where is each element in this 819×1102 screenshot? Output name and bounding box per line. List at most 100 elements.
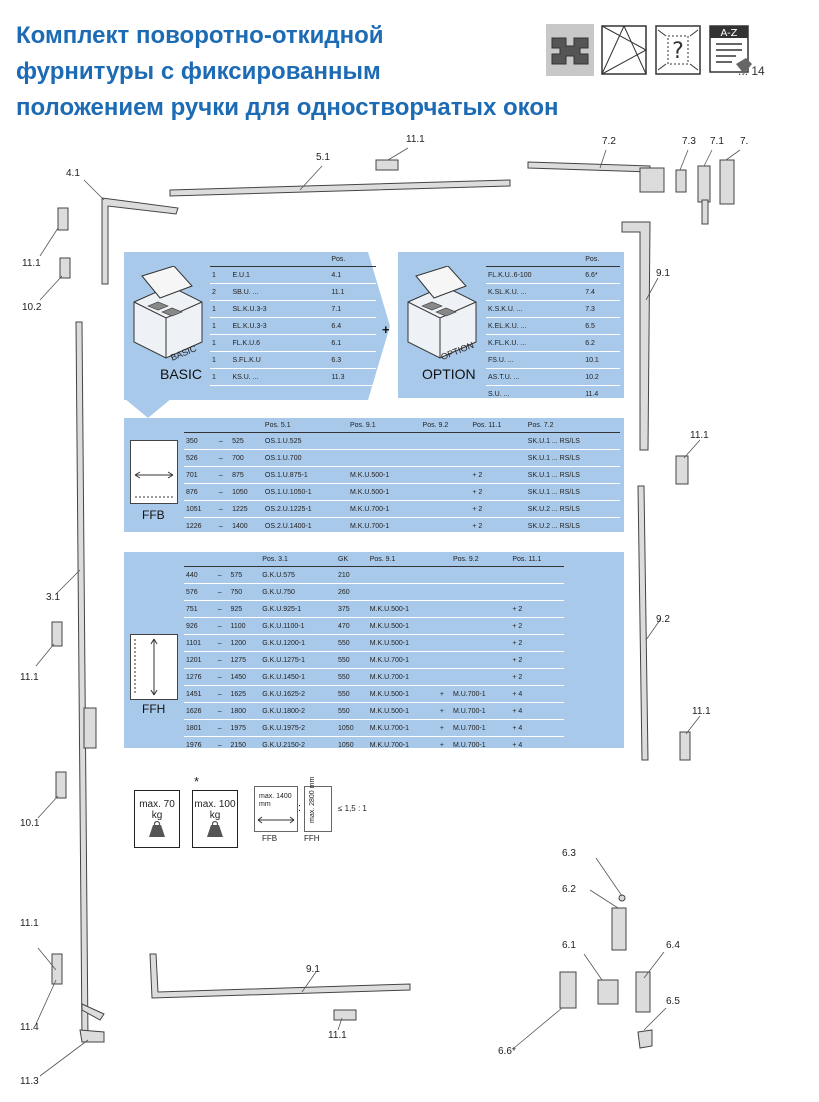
cell <box>438 601 451 618</box>
cell <box>438 652 451 669</box>
ffh-header: Pos. 9.2 <box>450 552 511 567</box>
cell: M.U.700-1 <box>452 707 486 715</box>
cell: – <box>217 741 222 749</box>
cell: 925 <box>230 605 243 613</box>
cell: OS.1.U.525 <box>264 437 302 445</box>
option-pos: 6.2 <box>585 339 595 347</box>
option-box-icon <box>407 266 477 359</box>
cell: 700 <box>232 454 244 462</box>
down-arrow-shape <box>124 398 172 418</box>
ffb-max-arrow-icon <box>257 816 295 824</box>
tilt-turn-window-icon <box>601 24 648 75</box>
basic-code: S.FL.K.U <box>232 356 261 364</box>
cell: 576 <box>186 588 198 596</box>
help-question-icon: ? <box>655 25 701 75</box>
ffb-header <box>216 418 231 433</box>
basic-qty: 1 <box>212 305 216 313</box>
cell: – <box>218 522 223 530</box>
label-11-4: 11.4 <box>20 1022 39 1033</box>
part-11-1-c <box>51 621 63 647</box>
ffh-panel <box>124 552 624 748</box>
cell <box>421 501 471 518</box>
cell: – <box>218 454 223 462</box>
ffh-caption: FFH <box>304 834 320 843</box>
ffb-sash-icon <box>130 440 178 504</box>
label-7-2: 7.2 <box>602 136 616 147</box>
cell: – <box>218 488 223 496</box>
part-6-4 <box>635 971 651 1013</box>
cell: 440 <box>186 571 198 579</box>
gearbox-handle <box>83 707 97 749</box>
cell: 350 <box>186 437 198 445</box>
cell: 1051 <box>186 505 202 513</box>
option-code: K.FL.K.U. ... <box>488 339 527 347</box>
ffh-header: Pos. 9.1 <box>367 552 438 567</box>
cell <box>421 433 471 450</box>
cell: M.K.U.500-1 <box>369 707 410 715</box>
part-11-1-top <box>375 159 399 171</box>
cell: 550 <box>338 639 350 647</box>
basic-pos: 11.3 <box>331 373 345 381</box>
label-6-4: 6.4 <box>666 940 680 951</box>
ffb-label: FFB <box>142 508 165 522</box>
cell: G.K.U.750 <box>262 588 295 596</box>
part-9-1-bottom <box>149 953 411 999</box>
cell: + 2 <box>472 522 483 530</box>
cell <box>421 450 471 467</box>
part-11-1-d <box>679 731 691 761</box>
cell: + 2 <box>472 488 483 496</box>
cell: G.K.U.1275-1 <box>262 656 306 664</box>
cell: M.K.U.700-1 <box>349 505 390 513</box>
cell: M.U.700-1 <box>452 741 486 749</box>
option-label: OPTION <box>422 366 476 382</box>
option-pos: 11.4 <box>585 390 599 398</box>
basic-qty: 1 <box>212 373 216 381</box>
ffh-header <box>184 552 216 567</box>
label-6-2: 6.2 <box>562 884 576 895</box>
index-az-icon: A-Z <box>709 25 752 74</box>
part-10-1 <box>55 771 67 799</box>
part-11-1-b <box>675 455 689 485</box>
cell: M.K.U.500-1 <box>369 690 410 698</box>
label-11-1-a: 11.1 <box>22 258 41 269</box>
option-pos-header: Pos. <box>583 252 620 267</box>
basic-code: KS.U. ... <box>232 373 259 381</box>
cell: 525 <box>232 437 244 445</box>
cell: – <box>217 605 222 613</box>
part-11-1-f <box>333 1009 357 1021</box>
basic-code: FL.K.U.6 <box>232 339 261 347</box>
cell: G.K.U.1975-2 <box>262 724 306 732</box>
cell: 1201 <box>186 656 202 664</box>
cell: + <box>439 741 444 749</box>
basic-qty: 1 <box>212 271 216 279</box>
cell: 470 <box>338 622 350 630</box>
cell: 1200 <box>230 639 247 647</box>
cell: – <box>217 622 222 630</box>
label-11-1-b: 11.1 <box>690 430 709 441</box>
cell: 1050 <box>338 724 354 732</box>
title-line-3: положением ручки для одностворчатых окон <box>16 94 559 121</box>
label-11-1-f: 11.1 <box>328 1030 347 1041</box>
table-row: FS.U. ...10.1 <box>486 352 620 369</box>
cell: 876 <box>186 488 198 496</box>
part-7-1-pin <box>701 199 709 225</box>
part-7-3 <box>675 169 687 193</box>
cell: 260 <box>338 588 350 596</box>
cell <box>470 433 525 450</box>
cell: SK.U.1 ... RS/LS <box>527 488 580 496</box>
cell: 926 <box>186 622 198 630</box>
cell <box>510 567 564 584</box>
cell <box>438 584 451 601</box>
